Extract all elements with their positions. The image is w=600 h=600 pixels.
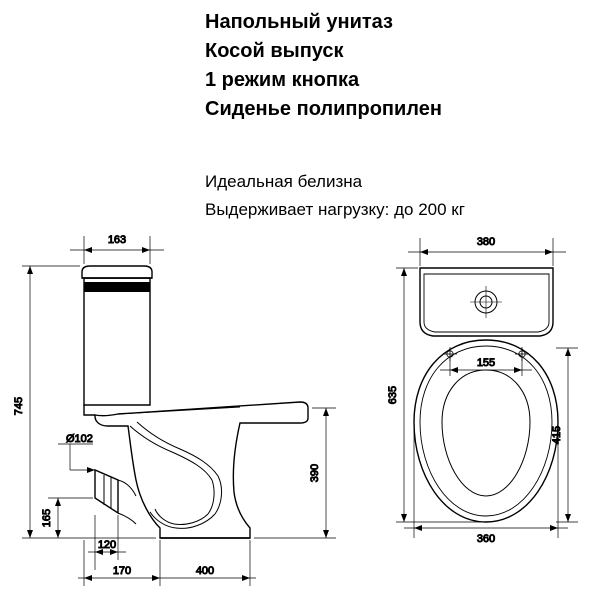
dim-bowl-length-415: 415 bbox=[551, 426, 563, 444]
dim-outlet-offset-120: 120 bbox=[98, 539, 116, 551]
dim-plan-tank-width-380: 380 bbox=[477, 236, 495, 248]
dim-outlet-height-165: 165 bbox=[41, 509, 53, 527]
title-block: Напольный унитаз Косой выпуск 1 режим кн… bbox=[205, 8, 595, 124]
dim-bolt-spacing-155: 155 bbox=[477, 357, 495, 369]
dim-total-height-745: 745 bbox=[13, 397, 25, 415]
title-line-2: Косой выпуск bbox=[205, 40, 344, 62]
plan-view-group: 380 635 155 bbox=[387, 236, 578, 546]
dim-base-depth-400: 400 bbox=[196, 565, 214, 577]
dim-base-offset-170: 170 bbox=[113, 565, 131, 577]
subtitle-line-1: Идеальная белизна bbox=[205, 172, 363, 191]
dim-bowl-width-360: 360 bbox=[477, 533, 495, 545]
title-line-4: Сиденье полипропилен bbox=[205, 98, 442, 120]
side-view-group: 163 745 Ø102 bbox=[13, 234, 336, 586]
title-line-1: Напольный унитаз bbox=[205, 11, 393, 33]
technical-drawing: 163 745 Ø102 bbox=[0, 230, 600, 600]
title-line-3: 1 режим кнопка bbox=[205, 69, 360, 91]
dim-plan-total-depth-635: 635 bbox=[387, 386, 399, 404]
dim-tank-width-163: 163 bbox=[108, 234, 126, 246]
dim-bowl-height-390: 390 bbox=[309, 464, 321, 482]
subtitle-line-2: Выдерживает нагрузку: до 200 кг bbox=[205, 200, 465, 219]
dim-outlet-diameter-102: Ø102 bbox=[66, 433, 93, 445]
subtitle-block: Идеальная белизна Выдерживает нагрузку: … bbox=[205, 168, 600, 224]
